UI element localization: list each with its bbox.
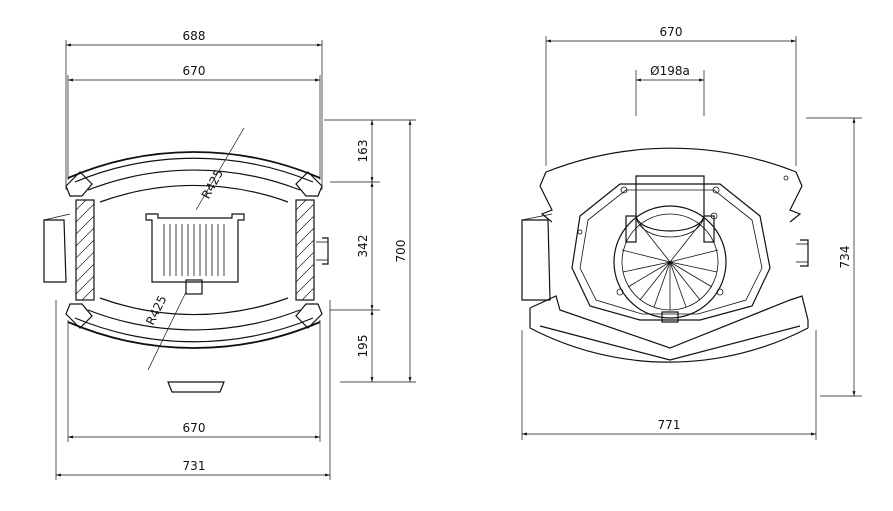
right-base-frame [571, 183, 771, 321]
dim-195: 195 [356, 335, 370, 358]
dim-731: 731 [183, 459, 206, 473]
right-ribbed-plate [613, 205, 727, 323]
radius-leader-bottom [147, 291, 187, 371]
radius-leader-top [195, 127, 245, 211]
dim-688: 688 [183, 29, 206, 43]
left-plan-view: 688 670 670 731 163 342 195 700 R425 R42… [43, 29, 416, 480]
right-bottom-view: 670 Ø198a 771 734 [521, 25, 862, 440]
dim-670-bottom: 670 [183, 421, 206, 435]
dim-771: 771 [658, 418, 681, 432]
right-flue-collar [625, 175, 715, 243]
dim-670-top: 670 [183, 64, 206, 78]
dim-flue-diameter: Ø198a [650, 64, 690, 78]
dim-670-right: 670 [660, 25, 683, 39]
left-dimensions [55, 40, 416, 480]
dim-163: 163 [356, 140, 370, 163]
left-wall-hatching [75, 199, 315, 301]
left-stove-body [43, 151, 329, 393]
left-grate [145, 213, 245, 295]
radius-label-top: R425 [199, 167, 226, 201]
right-stove-body [521, 147, 809, 363]
dim-700: 700 [394, 240, 408, 263]
dim-734: 734 [838, 246, 852, 269]
dim-342: 342 [356, 235, 370, 258]
right-dimensions [521, 36, 862, 440]
